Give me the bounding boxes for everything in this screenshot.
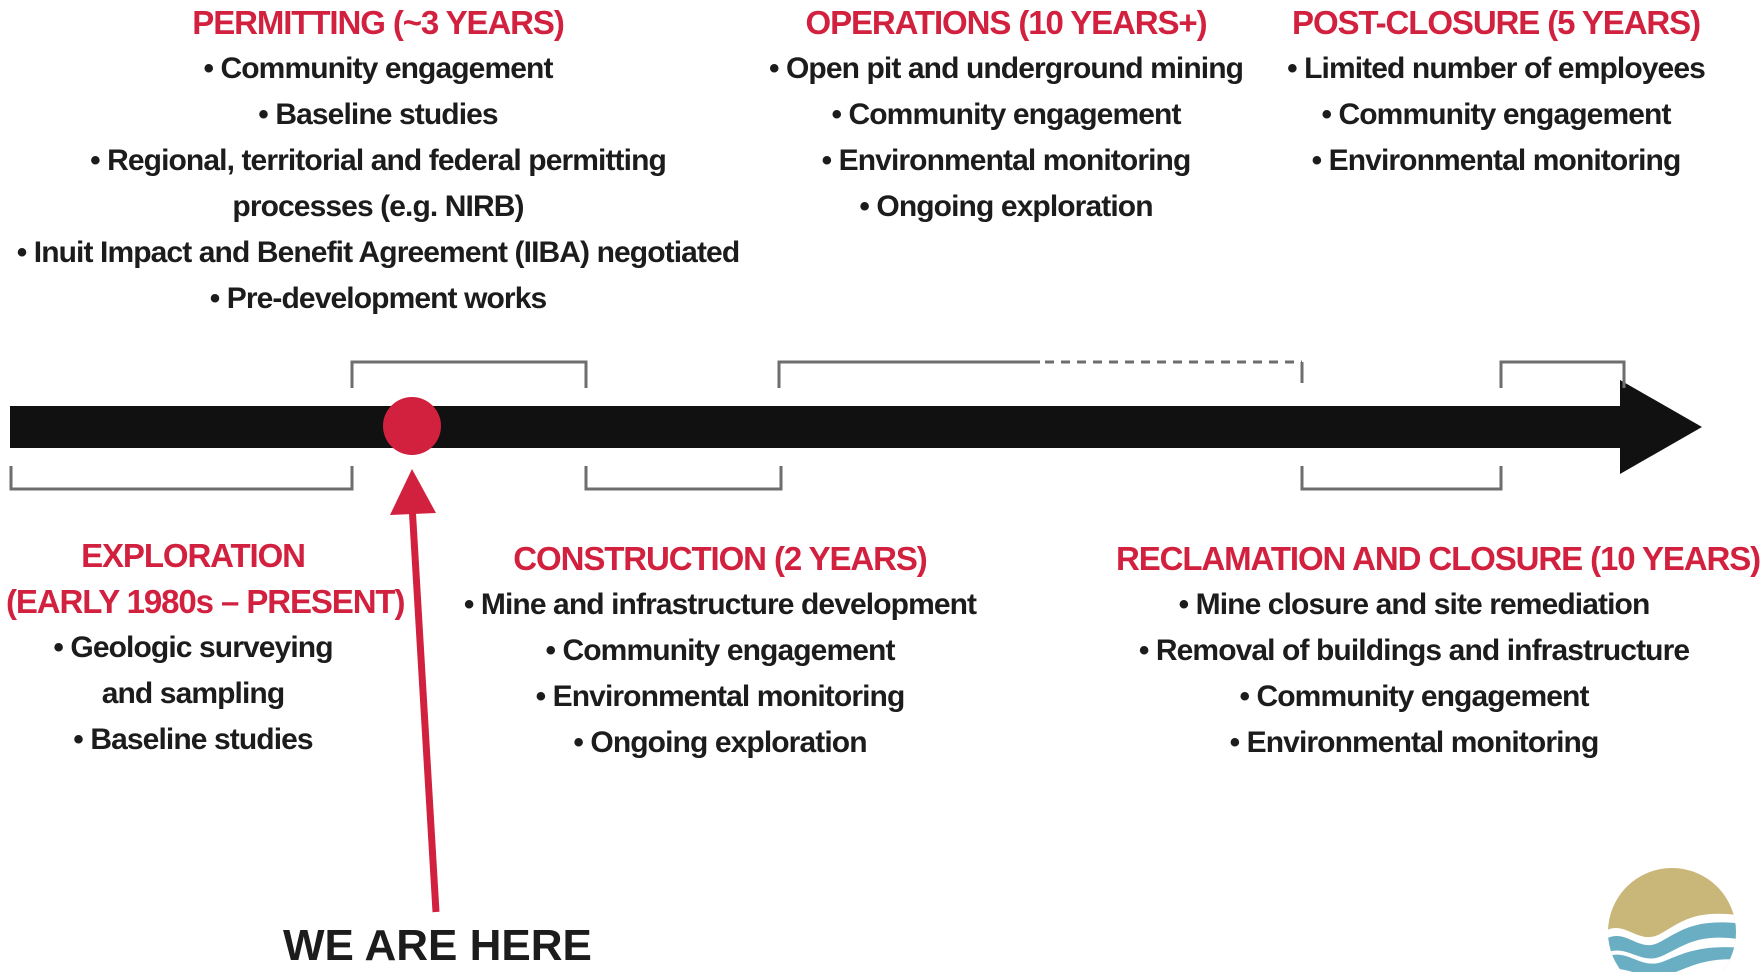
list-item: and sampling xyxy=(101,677,285,710)
list-item: • Community engagement xyxy=(203,52,553,85)
list-item: • Pre-development works xyxy=(209,282,547,315)
list-item: • Baseline studies xyxy=(73,723,313,756)
company-logo xyxy=(1608,868,1736,972)
list-item: • Limited number of employees xyxy=(1287,52,1706,85)
exploration-subtitle: (EARLY 1980s – PRESENT) xyxy=(6,583,405,620)
construction-bracket xyxy=(584,466,783,491)
phase-exploration: EXPLORATION (EARLY 1980s – PRESENT) • Ge… xyxy=(6,533,405,763)
permitting-title: PERMITTING (~3 YEARS) xyxy=(192,4,565,41)
list-item: • Geologic surveying xyxy=(53,631,333,664)
list-item: • Community engagement xyxy=(831,98,1181,131)
list-item: • Environmental monitoring xyxy=(1311,144,1682,177)
list-item: • Community engagement xyxy=(545,634,895,667)
we-are-here-arrow-shaft xyxy=(408,504,440,913)
operations-title: OPERATIONS (10 YEARS+) xyxy=(805,4,1208,41)
list-item: • Environmental monitoring xyxy=(535,680,906,713)
list-item: • Mine closure and site remediation xyxy=(1178,588,1651,621)
we-are-here-label: WE ARE HERE xyxy=(283,921,592,970)
list-item: • Open pit and underground mining xyxy=(768,52,1244,85)
list-item: • Environmental monitoring xyxy=(1229,726,1600,759)
reclamation-list: • Mine closure and site remediation • Re… xyxy=(1116,582,1712,766)
phase-permitting: PERMITTING (~3 YEARS) • Community engage… xyxy=(14,0,742,322)
exploration-bracket xyxy=(9,466,354,491)
permitting-bracket xyxy=(350,360,588,388)
list-item: • Regional, territorial and federal perm… xyxy=(90,144,667,177)
operations-list: • Open pit and underground mining • Comm… xyxy=(755,46,1257,230)
timeline-bar xyxy=(10,406,1628,448)
reclamation-bracket xyxy=(1300,466,1503,491)
phase-post-closure: POST-CLOSURE (5 YEARS) • Limited number … xyxy=(1282,0,1710,184)
exploration-list: • Geologic surveying and sampling • Base… xyxy=(6,625,380,763)
construction-title: CONSTRUCTION (2 YEARS) xyxy=(513,540,927,577)
list-item: • Baseline studies xyxy=(258,98,498,131)
timeline-arrowhead xyxy=(1620,380,1702,474)
post-closure-bracket xyxy=(1499,360,1626,388)
list-item: processes (e.g. NIRB) xyxy=(232,190,524,223)
list-item: • Ongoing exploration xyxy=(573,726,867,759)
list-item: • Community engagement xyxy=(1321,98,1671,131)
phase-reclamation: RECLAMATION AND CLOSURE (10 YEARS) • Min… xyxy=(1116,536,1760,766)
permitting-list: • Community engagement • Baseline studie… xyxy=(14,46,742,322)
list-item: • Removal of buildings and infrastructur… xyxy=(1138,634,1690,667)
we-are-here-arrowhead xyxy=(390,469,436,515)
post-closure-list: • Limited number of employees • Communit… xyxy=(1282,46,1710,184)
list-item: • Ongoing exploration xyxy=(859,190,1153,223)
timeline-graphic xyxy=(9,360,1702,913)
reclamation-title: RECLAMATION AND CLOSURE (10 YEARS) xyxy=(1116,540,1760,577)
list-item: • Community engagement xyxy=(1239,680,1589,713)
operations-bracket xyxy=(777,360,1040,388)
phase-construction: CONSTRUCTION (2 YEARS) • Mine and infras… xyxy=(450,536,990,766)
post-closure-title: POST-CLOSURE (5 YEARS) xyxy=(1292,4,1701,41)
construction-list: • Mine and infrastructure development • … xyxy=(450,582,990,766)
exploration-title: EXPLORATION xyxy=(81,537,306,574)
phase-operations: OPERATIONS (10 YEARS+) • Open pit and un… xyxy=(755,0,1257,230)
current-position-dot xyxy=(383,397,441,455)
list-item: • Inuit Impact and Benefit Agreement (II… xyxy=(16,236,740,269)
list-item: • Environmental monitoring xyxy=(821,144,1192,177)
list-item: • Mine and infrastructure development xyxy=(463,588,977,621)
